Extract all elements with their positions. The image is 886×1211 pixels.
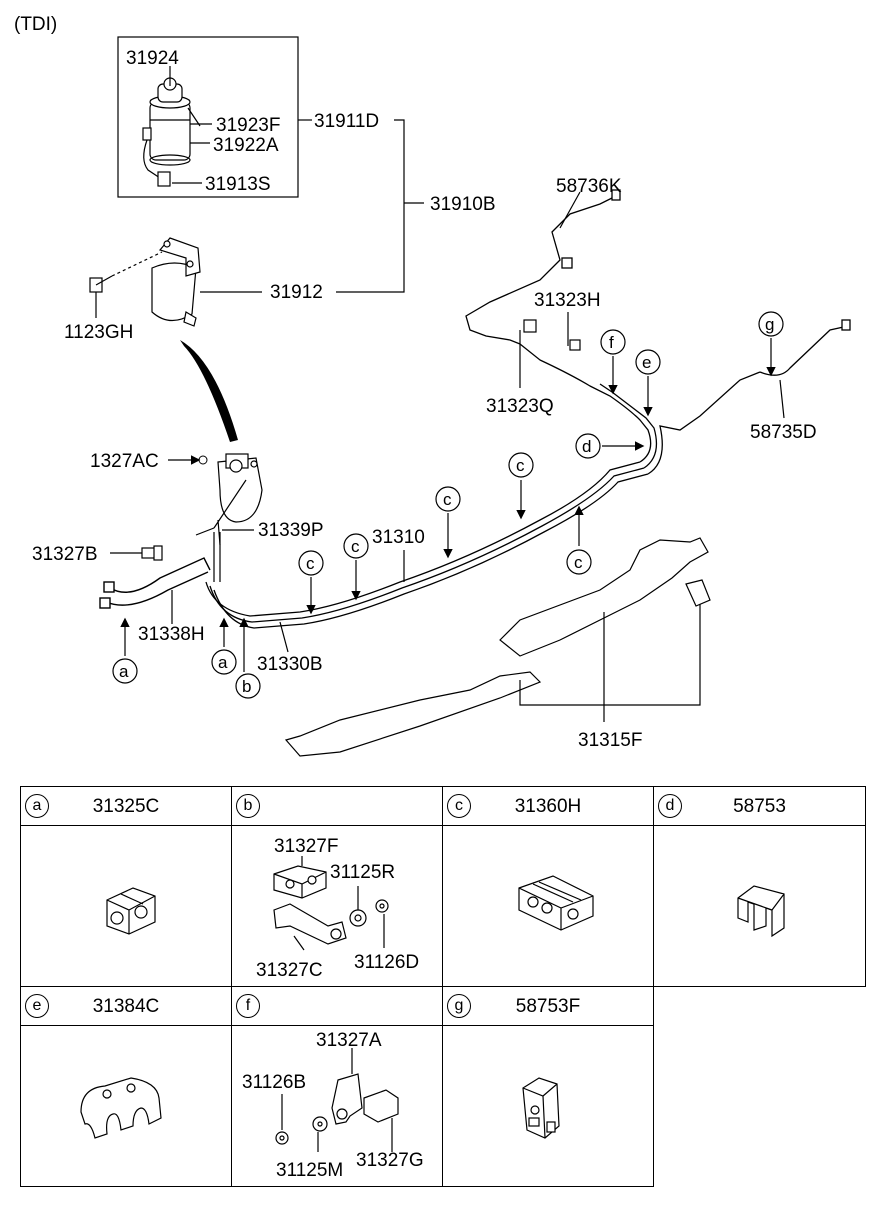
frame-rails-31315F: [284, 537, 711, 757]
bolt-1123GH: [89, 251, 163, 318]
label-31323H: 31323H: [534, 290, 601, 311]
legend-b-label-31126D: 31126D: [354, 952, 419, 973]
legend-cell-f: f 31327A 31126B 31125M 31327G: [231, 986, 443, 1187]
legend-letter-c: c: [447, 794, 471, 818]
legend-header-g: g 58753F: [443, 987, 653, 1026]
legend-b-label-31327C: 31327C: [256, 960, 323, 981]
legend-cell-a: a 31325C: [20, 786, 232, 987]
label-58736K: 58736K: [556, 176, 622, 197]
legend-header-c: c 31360H: [443, 787, 653, 826]
fuel-line-diagram: (TDI) 31924 31923F 31911D 31922A 31913S …: [14, 14, 851, 757]
legend-letter-g: g: [447, 994, 471, 1018]
clip-markers: [112, 311, 784, 699]
clip-marker-c3: c: [443, 490, 452, 509]
legend-header-a: a 31325C: [21, 787, 231, 826]
legend-f-label-31327A: 31327A: [316, 1030, 382, 1051]
legend-f-label-31126B: 31126B: [242, 1072, 306, 1093]
variant-label: (TDI): [14, 14, 57, 35]
clip-marker-c2: c: [351, 537, 360, 556]
legend-f-label-31327G: 31327G: [356, 1150, 424, 1171]
clip-marker-f1: f: [609, 333, 614, 352]
legend-cell-d: d 58753: [653, 786, 866, 987]
legend-header-f: f: [232, 987, 442, 1026]
legend-b-label-31327F: 31327F: [274, 836, 338, 857]
clip-marker-c1: c: [306, 554, 315, 573]
legend-f-label-31125M: 31125M: [276, 1160, 343, 1181]
legend-image-f: 31327A 31126B 31125M 31327G: [232, 1026, 442, 1186]
label-31911D: 31911D: [314, 111, 379, 132]
upper-leaders: [519, 191, 785, 419]
label-58735D: 58735D: [750, 422, 817, 443]
label-31339P: 31339P: [258, 520, 324, 541]
legend-cell-b: b 31327F 31125R 31327C 31126D: [231, 786, 443, 987]
legend-image-d: [654, 826, 865, 986]
label-31323Q: 31323Q: [486, 396, 554, 417]
label-1123GH: 1123GH: [64, 322, 133, 343]
legend-part-d: 58753: [733, 796, 786, 817]
legend-letter-e: e: [25, 994, 49, 1018]
label-31913S: 31913S: [205, 174, 271, 195]
label-31330B: 31330B: [257, 654, 323, 675]
legend-image-g: [443, 1026, 653, 1186]
nut-1327AC: [198, 455, 208, 465]
label-31315F: 31315F: [578, 730, 642, 751]
frame-leaders: [519, 604, 701, 722]
clip-legend-grid: a 31325C b: [20, 786, 866, 1187]
legend-part-e: 31384C: [92, 996, 160, 1017]
hose-31330B: [279, 621, 289, 653]
clip-marker-a1: a: [119, 662, 129, 681]
hose-31338H: [99, 557, 211, 624]
legend-image-c: [443, 826, 653, 986]
fuel-filter-drawing: [142, 77, 201, 187]
clip-marker-e1: e: [642, 353, 651, 372]
location-arrow: [180, 340, 238, 442]
filter-head-drawing: [195, 453, 263, 546]
connector-31327B: [141, 545, 163, 561]
clip-marker-d1: d: [582, 437, 591, 456]
legend-part-c: 31360H: [514, 796, 582, 817]
label-31924: 31924: [126, 48, 179, 69]
legend-header-e: e 31384C: [21, 987, 231, 1026]
leader-lines: [169, 66, 424, 293]
legend-letter-f: f: [236, 994, 260, 1018]
legend-header-b: b: [232, 787, 442, 826]
clip-marker-arrows: [120, 338, 776, 672]
legend-letter-b: b: [236, 794, 260, 818]
label-31922A: 31922A: [213, 135, 279, 156]
label-31912: 31912: [270, 282, 323, 303]
legend-part-a: 31325C: [92, 796, 160, 817]
label-31327B: 31327B: [32, 544, 98, 565]
legend-image-e: [21, 1026, 231, 1186]
clip-marker-a2: a: [218, 653, 228, 672]
fuel-line-bundle-31310: [205, 189, 851, 629]
clip-marker-c5: c: [574, 553, 583, 572]
legend-image-a: [21, 826, 231, 986]
label-1327AC: 1327AC: [90, 451, 159, 472]
label-31910B: 31910B: [430, 194, 496, 215]
legend-letter-a: a: [25, 794, 49, 818]
label-31338H: 31338H: [138, 624, 205, 645]
legend-part-g: 58753F: [515, 996, 581, 1017]
filter-assembly-box: [117, 36, 299, 198]
filter-bracket-drawing: [151, 237, 201, 327]
clip-marker-g1: g: [765, 315, 774, 334]
hose-31339P: [213, 529, 254, 582]
legend-cell-e: e 31384C: [20, 986, 232, 1187]
clip-marker-b1: b: [242, 677, 251, 696]
label-31923F: 31923F: [216, 115, 280, 136]
legend-letter-d: d: [658, 794, 682, 818]
legend-header-d: d 58753: [654, 787, 865, 826]
legend-b-label-31125R: 31125R: [330, 862, 395, 883]
legend-cell-c: c 31360H: [442, 786, 654, 987]
clip-marker-c4: c: [516, 456, 525, 475]
legend-cell-g: g 58753F: [442, 986, 654, 1187]
label-31310: 31310: [372, 527, 425, 548]
legend-image-b: 31327F 31125R 31327C 31126D: [232, 826, 442, 986]
